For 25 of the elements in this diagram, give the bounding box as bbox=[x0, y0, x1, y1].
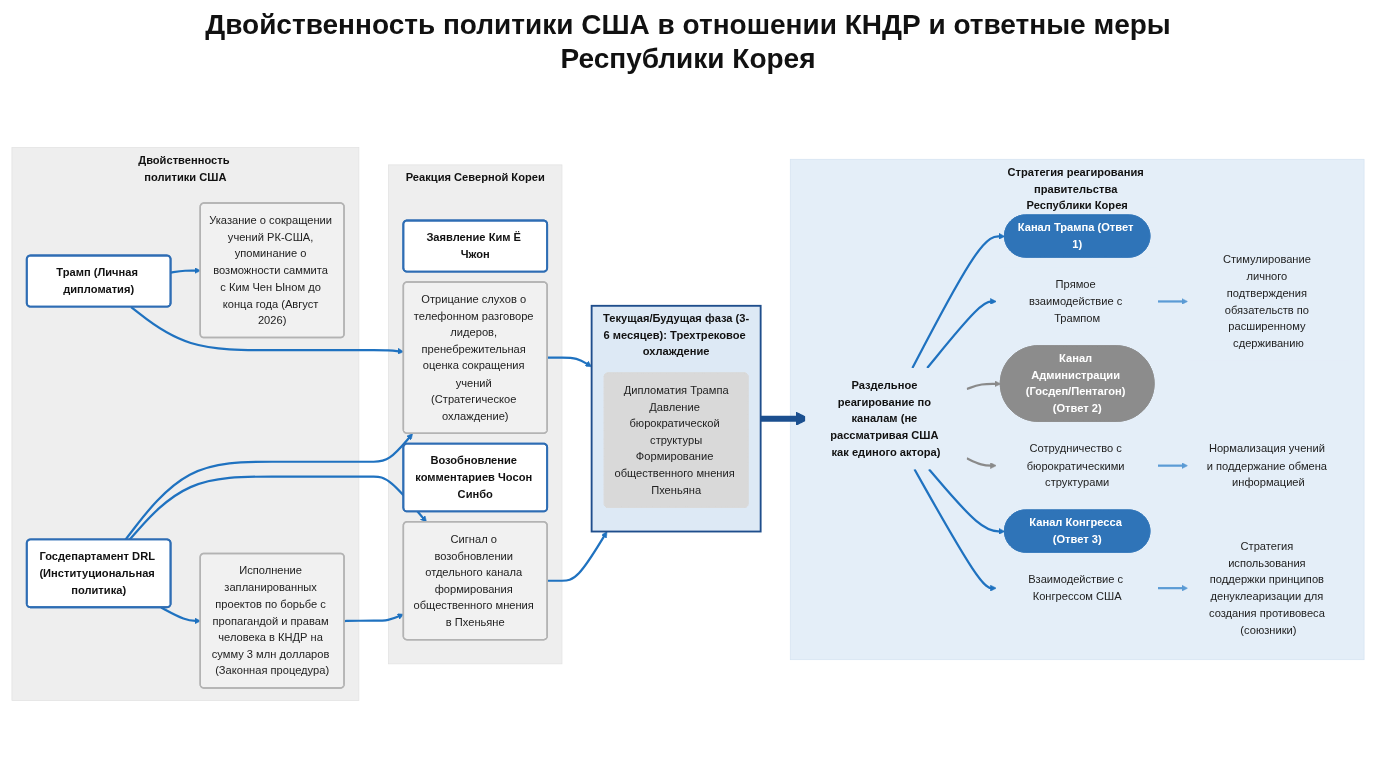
node-text: Стимулирование личного подтверждения обязательств по расширенному сдерживанию bbox=[1222, 252, 1311, 349]
node-text: Сотрудничество с бюрократическими структурами bbox=[1026, 442, 1125, 489]
arrow bbox=[966, 380, 1001, 391]
arrow bbox=[913, 468, 997, 592]
arrow bbox=[928, 468, 1006, 535]
arrow bbox=[966, 457, 997, 469]
arrow bbox=[547, 531, 608, 582]
arrow bbox=[911, 233, 1006, 369]
node-text: Нормализация учений и поддержание обмена информацией bbox=[1206, 442, 1328, 489]
arrow bbox=[124, 433, 413, 541]
arrow bbox=[1158, 462, 1188, 469]
node-text: Взаимодействие с Конгрессом США bbox=[1028, 572, 1124, 603]
arrow bbox=[1158, 584, 1188, 592]
arrow bbox=[547, 356, 592, 367]
arrow bbox=[128, 475, 427, 541]
node-text: Стратегия использования поддержки принципов денуклеаризации для создания противовеса (союзники) bbox=[1208, 539, 1325, 636]
diagram-title: Двойственность политики США в отношении КНДР и ответные меры Республики Корея bbox=[204, 8, 1172, 76]
arrow bbox=[344, 613, 404, 623]
node-text: Прямое взаимодействие с Трампом bbox=[1028, 277, 1123, 324]
node-text: Раздельное реагирование по каналам (не рассматривая США как единого актора) bbox=[830, 378, 941, 458]
arrow bbox=[160, 606, 201, 625]
arrow bbox=[170, 267, 201, 274]
arrow bbox=[130, 306, 404, 355]
arrow bbox=[1158, 298, 1188, 305]
arrow bbox=[926, 298, 997, 369]
